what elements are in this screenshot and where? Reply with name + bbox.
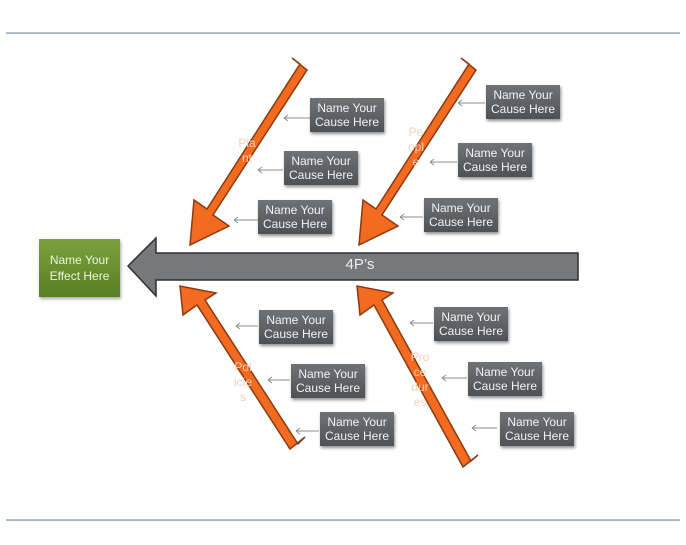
bone-arrow-plant	[189, 57, 308, 247]
bone-label-line: Pe	[408, 125, 424, 139]
cause-line2: Cause Here	[428, 215, 494, 229]
cause-line2: Cause Here	[324, 429, 390, 443]
bone-label-line: nt	[241, 151, 252, 165]
spine-arrow	[126, 236, 579, 298]
top-divider	[6, 32, 680, 34]
bone-label-plant: Pla nt	[237, 136, 257, 166]
bone-arrow-policies	[179, 285, 306, 451]
bone-label-line: icie	[233, 375, 252, 389]
effect-label-line1: Name Your	[49, 253, 110, 267]
connectors	[233, 99, 497, 435]
effect-box[interactable]: Name Your Effect Here	[39, 239, 120, 297]
cause-line1: Name Your	[265, 203, 325, 217]
bone-label-line: Pla	[238, 136, 256, 150]
cause-line1: Name Your	[266, 313, 326, 327]
bone-arrow-people	[358, 57, 477, 247]
cause-line2: Cause Here	[288, 168, 354, 182]
cause-line2: Cause Here	[314, 115, 380, 129]
cause-line2: Cause Here	[504, 429, 570, 443]
cause-line2: Cause Here	[462, 160, 528, 174]
spine-label: 4P’s	[345, 256, 375, 273]
cause-line1: Name Your	[298, 367, 358, 381]
bone-label-line: Pol	[234, 360, 252, 374]
cause-line1: Name Your	[291, 154, 351, 168]
cause-line1: Name Your	[441, 310, 501, 324]
bottom-divider	[6, 519, 680, 521]
cause-line2: Cause Here	[262, 217, 328, 231]
bone-label-people: Pe opl e	[406, 125, 426, 170]
bone-label-line: dur	[411, 380, 429, 394]
bone-label-policies: Pol icie s	[233, 360, 253, 405]
cause-line1: Name Your	[475, 365, 535, 379]
cause-line1: Name Your	[507, 415, 567, 429]
bone-label-line: e	[412, 155, 420, 169]
effect-label-line2: Effect Here	[49, 269, 110, 283]
bone-label-line: s	[240, 390, 246, 404]
bone-arrow-procedures	[356, 285, 479, 469]
cause-line2: Cause Here	[472, 379, 538, 393]
bone-label-line: es	[413, 395, 427, 409]
cause-line1: Name Your	[327, 415, 387, 429]
cause-line1: Name Your	[493, 88, 553, 102]
bone-label-procedures: Pro ce dur es	[410, 350, 430, 410]
cause-line2: Cause Here	[490, 102, 556, 116]
bone-label-line: opl	[407, 140, 424, 154]
cause-line2: Cause Here	[263, 327, 329, 341]
bone-label-line: ce	[413, 365, 427, 379]
cause-line1: Name Your	[431, 201, 491, 215]
cause-line1: Name Your	[317, 101, 377, 115]
cause-line2: Cause Here	[295, 381, 361, 395]
bone-label-line: Pro	[410, 350, 430, 364]
cause-line1: Name Your	[465, 146, 525, 160]
cause-line2: Cause Here	[438, 324, 504, 338]
